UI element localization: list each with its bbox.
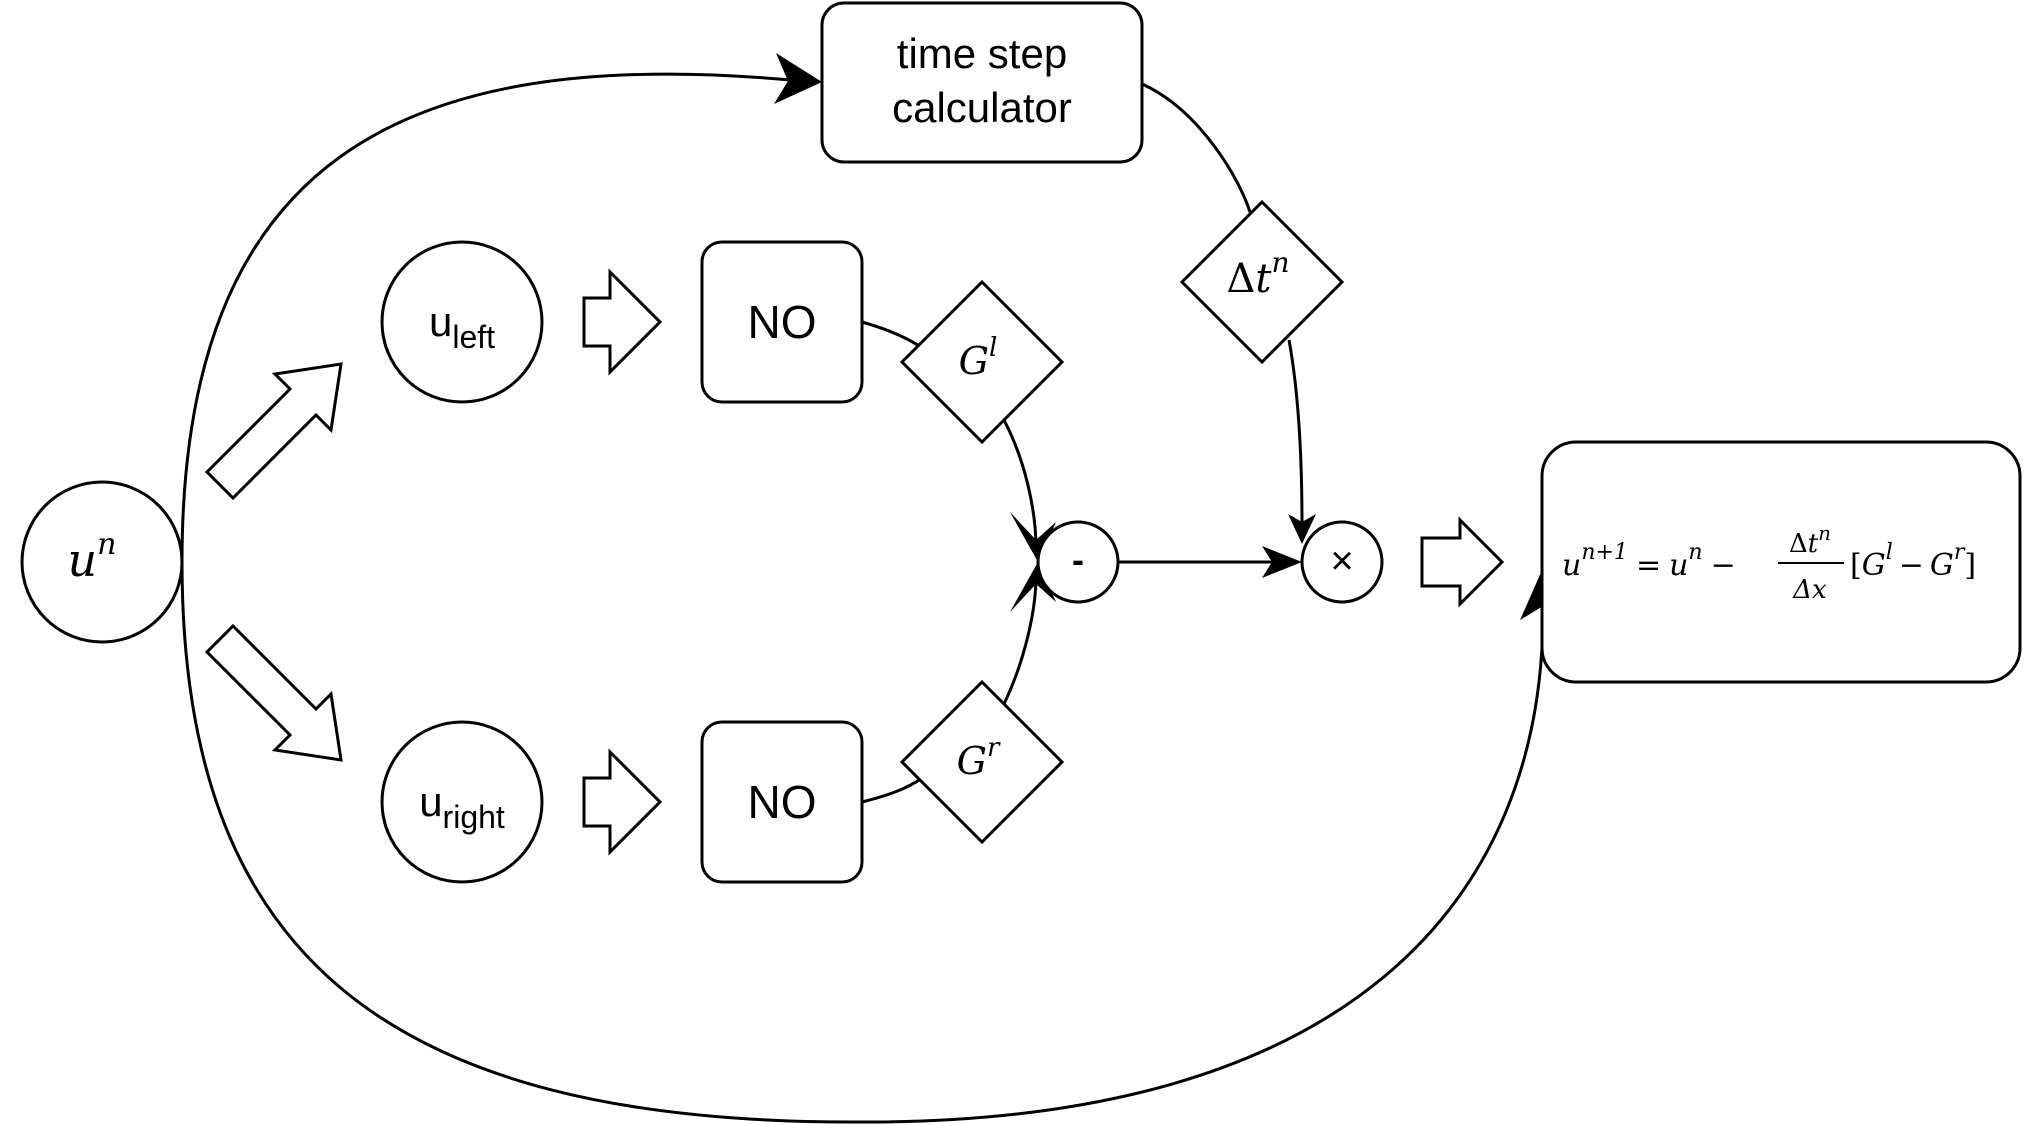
svg-text:[Gl−Gr]: [Gl−Gr] <box>1850 540 1976 583</box>
svg-text:un+1=un−: un+1=un− <box>1562 540 1736 583</box>
timestep-line2: calculator <box>892 84 1072 131</box>
node-no-bottom: NO <box>700 720 864 884</box>
node-delta-t: Δtn <box>1179 199 1345 365</box>
update-g2-base: G <box>1930 548 1954 583</box>
arrowhead-minus-top <box>1010 512 1056 562</box>
edge-gr-to-minus <box>1002 575 1038 705</box>
u-left-base: u <box>429 298 452 345</box>
svg-text:uleft: uleft <box>429 298 495 355</box>
arrowhead-minus-bottom <box>1010 562 1056 612</box>
node-u-left: uleft <box>380 240 544 404</box>
delta-t-base: t <box>1255 256 1272 302</box>
edge-un-to-update <box>180 561 1545 1124</box>
update-frac-num-sup: n <box>1818 521 1831 545</box>
update-frac-num-base: t <box>1808 529 1819 559</box>
update-bracket-open: [ <box>1850 548 1862 583</box>
edge-deltat-to-times <box>1287 339 1304 526</box>
g-left-sup: l <box>989 333 997 363</box>
u-right-base: u <box>419 778 442 825</box>
u-n-sup: n <box>97 527 116 562</box>
node-g-right: Gr <box>899 679 1065 845</box>
update-inner-minus: − <box>1899 548 1924 583</box>
edge-notop-to-gl <box>861 320 923 350</box>
block-arrow-down-right <box>204 623 343 762</box>
block-arrow-times-to-update <box>1420 516 1505 608</box>
svg-text:Gl: Gl <box>959 333 998 383</box>
update-frac-num-delta: Δ <box>1789 529 1808 559</box>
g-right-base: G <box>957 739 987 783</box>
svg-text:uright: uright <box>419 778 505 835</box>
delta-t-delta: Δ <box>1226 256 1255 302</box>
update-frac-den: Δx <box>1792 575 1827 605</box>
update-rhs-sup: n <box>1688 540 1702 565</box>
update-g2-sup: r <box>1954 540 1966 565</box>
u-right-sub: right <box>443 799 505 835</box>
block-arrow-uright-to-no <box>582 748 663 856</box>
arrowhead-timestep <box>774 53 822 104</box>
timestep-line1: time step <box>897 30 1067 77</box>
g-right-sup: r <box>987 733 1001 763</box>
edge-un-to-timestep <box>180 72 791 563</box>
u-n-base: u <box>68 533 98 587</box>
arrowhead-times-left <box>1262 546 1302 578</box>
update-g1-base: G <box>1862 548 1886 583</box>
update-rhs-base: u <box>1669 548 1688 583</box>
times-label: × <box>1330 539 1353 583</box>
no-bottom-label: NO <box>748 776 817 828</box>
node-g-left: Gl <box>899 279 1065 445</box>
update-lhs-sup: n+1 <box>1581 540 1628 565</box>
svg-text:Δtn: Δtn <box>1226 246 1289 302</box>
block-arrow-uleft-to-no <box>582 268 663 376</box>
node-time-step-calculator: time step calculator <box>820 1 1144 164</box>
update-g1-sup: l <box>1886 540 1893 565</box>
update-lhs-base: u <box>1562 548 1581 583</box>
edge-nobottom-to-gr <box>861 776 923 804</box>
node-u-right: uright <box>380 720 544 884</box>
update-minus: − <box>1711 548 1736 583</box>
node-no-top: NO <box>700 240 864 404</box>
node-update-formula: un+1=un− Δtn Δx [Gl−Gr] <box>1540 440 2022 684</box>
node-minus: - <box>1036 520 1120 604</box>
svg-text:Δtn: Δtn <box>1789 521 1831 559</box>
block-arrow-up-right <box>204 362 343 501</box>
svg-text:Gr: Gr <box>957 733 1001 783</box>
update-eq: = <box>1636 548 1661 583</box>
svg-text:un: un <box>68 527 117 587</box>
u-left-sub: left <box>452 319 495 355</box>
node-u-n: un <box>20 480 184 644</box>
arrowhead-times-top <box>1288 514 1316 544</box>
g-left-base: G <box>959 339 989 383</box>
minus-label: - <box>1072 539 1084 580</box>
edge-timestep-to-deltat <box>1141 82 1252 213</box>
delta-t-sup: n <box>1271 246 1289 279</box>
no-top-label: NO <box>748 296 817 348</box>
update-bracket-close: ] <box>1964 548 1976 583</box>
node-times: × <box>1300 520 1384 604</box>
edge-gl-to-minus <box>1002 419 1038 549</box>
